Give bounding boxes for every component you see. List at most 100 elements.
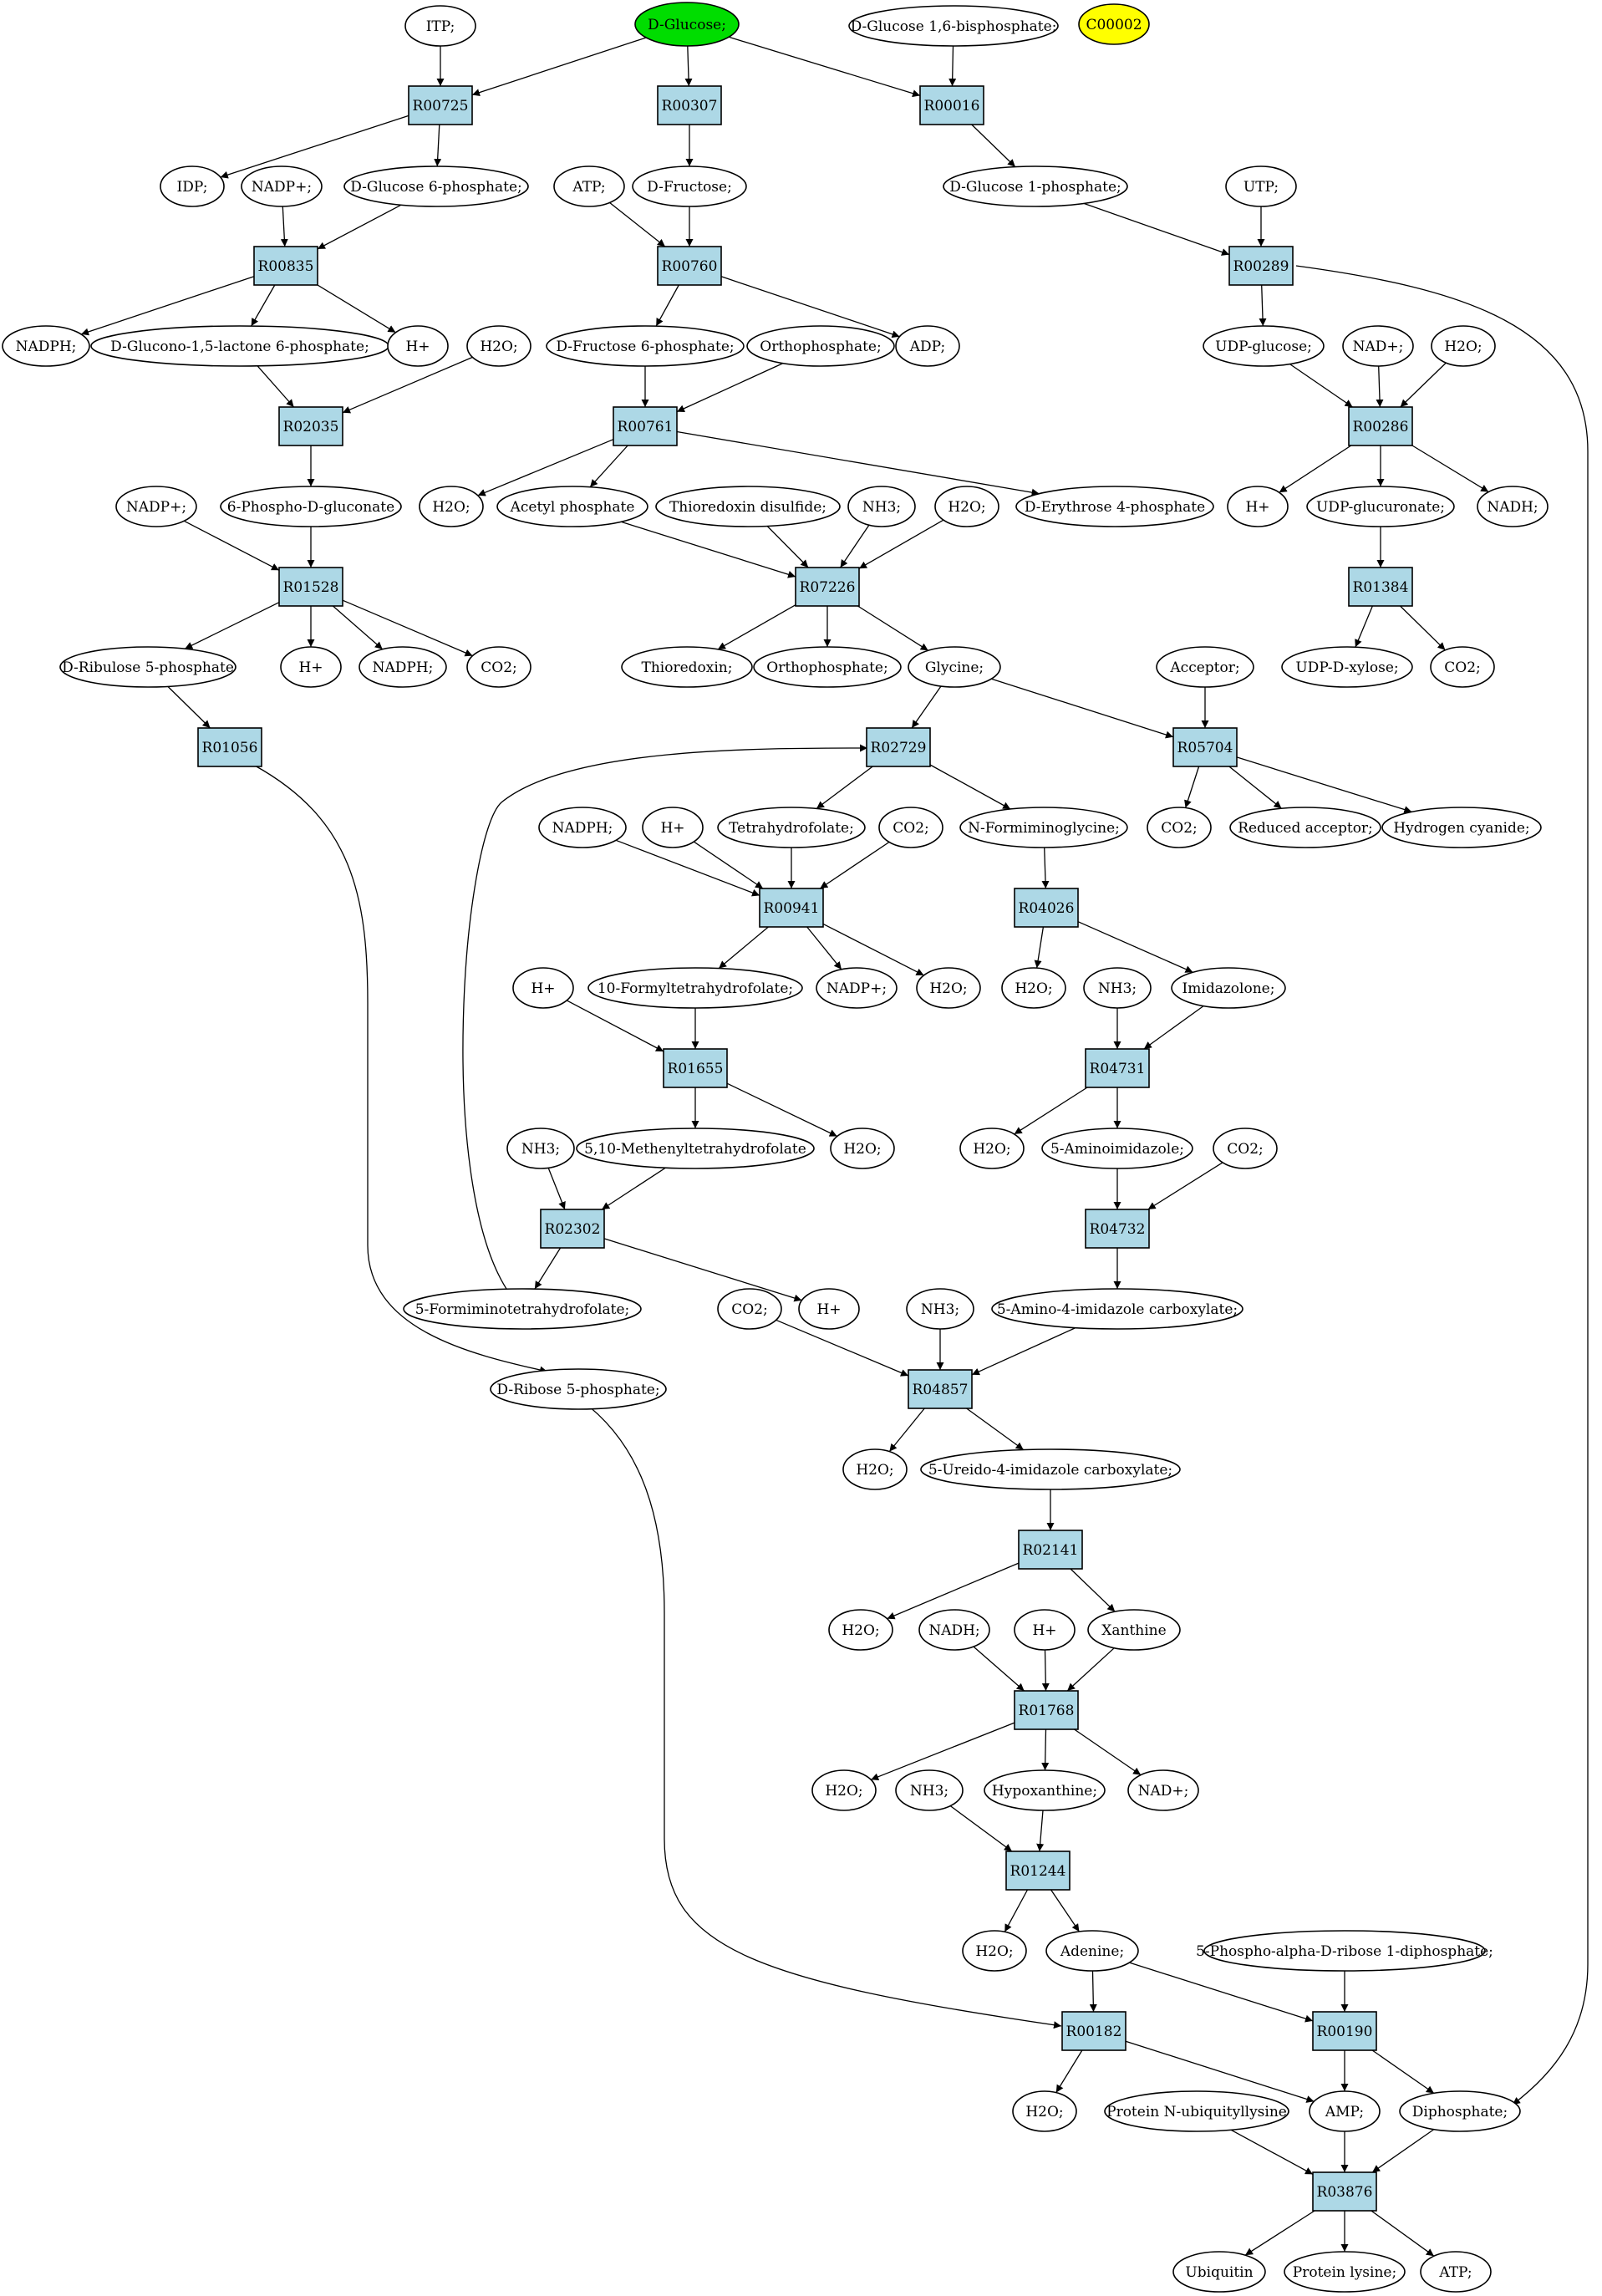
node-shape (160, 165, 225, 207)
node-label: Acetyl phosphate (510, 499, 635, 516)
edge-r01655-h2oG (726, 1082, 837, 1138)
edge-co2C-r00941 (819, 841, 890, 889)
node-shape (632, 165, 747, 207)
node-shape (1015, 486, 1214, 527)
edge-r04026-imidazolone (1077, 921, 1193, 973)
compound-node-dfructose: D-Fructose; (632, 165, 747, 207)
node-shape (1227, 486, 1289, 527)
node-shape (1348, 406, 1413, 446)
reaction-node-r00835: R00835 (253, 246, 318, 286)
node-label: Protein lysine; (1293, 2264, 1396, 2281)
node-label: D-Fructose 6-phosphate; (556, 339, 734, 355)
compound-node-nadphC: NADPH; (538, 807, 627, 848)
node-shape (717, 807, 866, 848)
node-shape (1104, 2090, 1289, 2132)
node-label: NADH; (928, 1622, 979, 1639)
node-label: NADH; (1487, 499, 1538, 516)
node-shape (828, 1609, 893, 1651)
node-shape (1001, 967, 1066, 1009)
node-label: CO2; (731, 1301, 768, 1318)
node-label: NH3; (910, 1783, 948, 1800)
node-shape (280, 646, 342, 688)
node-label: H+ (298, 659, 323, 676)
edge-r03876-ubiquitin (1244, 2210, 1315, 2256)
node-shape (642, 807, 704, 848)
compound-node-aminoimidazole: 5-Aminoimidazole; (1041, 1128, 1193, 1169)
node-label: H2O; (929, 980, 967, 997)
node-label: NADP+; (826, 980, 887, 997)
node-shape (2, 325, 90, 367)
node-label: AMP; (1325, 2104, 1364, 2120)
compound-node-h2oH: H2O; (959, 1128, 1025, 1169)
compound-node-dribulose: D-Ribulose 5-phosphate (59, 646, 236, 688)
node-shape (253, 246, 318, 286)
node-label: Glycine; (925, 659, 984, 676)
compound-node-co2F: CO2; (717, 1288, 782, 1330)
compound-node-hC: H+ (280, 646, 342, 688)
reaction-node-r05704: R05704 (1172, 727, 1238, 767)
node-shape (1213, 1128, 1278, 1169)
edge-methenylthf-r02302 (601, 1167, 666, 1210)
node-shape (657, 85, 722, 125)
node-label: R00941 (764, 900, 820, 917)
edge-nformiminoglycine-r04026 (1041, 847, 1050, 889)
edge-r00835-dglucono (251, 284, 276, 327)
compound-node-thioredoxinds: Thioredoxin disulfide; (655, 486, 841, 527)
node-label: C00002 (1086, 17, 1142, 33)
node-label: H2O; (973, 1141, 1010, 1158)
edge-thioredoxinds-r07226 (766, 526, 809, 568)
compound-node-acceptor: Acceptor; (1156, 646, 1254, 688)
node-shape (655, 486, 841, 527)
node-label: H2O; (948, 499, 985, 516)
node-label: R04857 (913, 1382, 969, 1398)
node-shape (1229, 807, 1381, 848)
compound-node-udpglucuronate: UDP-glucuronate; (1306, 486, 1455, 527)
node-label: H+ (1032, 1622, 1056, 1639)
compound-node-formylthf: 10-Formyltetrahydrofolate; (587, 967, 803, 1009)
reaction-node-r02302: R02302 (540, 1209, 605, 1249)
compound-node-methenylthf: 5,10-Methenyltetrahydrofolate (576, 1128, 815, 1169)
node-label: R00289 (1233, 258, 1289, 275)
node-shape (512, 967, 574, 1009)
node-shape (959, 1128, 1025, 1169)
compound-node-amp: AMP; (1309, 2090, 1381, 2132)
edge-imidazolone-r04731 (1143, 1005, 1204, 1050)
compound-node-proteinlysine: Protein lysine; (1284, 2251, 1406, 2293)
node-shape (1085, 1048, 1150, 1088)
nodes-layer: ITP;D-Glucose;D-Glucose 1,6-bisphosphate… (2, 2, 1549, 2293)
node-shape (919, 85, 984, 125)
compound-node-itp: ITP; (404, 5, 476, 47)
compound-node-h2oC: H2O; (419, 486, 484, 527)
node-shape (759, 888, 824, 928)
edge-h2oB-r00286 (1400, 362, 1447, 408)
compound-node-nformiminoglycine: N-Formiminoglycine; (959, 807, 1128, 848)
node-label: Protein N-ubiquityllysine (1106, 2104, 1287, 2120)
node-label: H2O; (1444, 339, 1482, 355)
node-shape (1172, 727, 1238, 767)
node-shape (943, 165, 1128, 207)
node-label: NAD+; (1138, 1783, 1189, 1800)
node-label: H2O; (432, 499, 470, 516)
compound-node-dribose5p: D-Ribose 5-phosphate; (490, 1368, 667, 1410)
reaction-node-r02141: R02141 (1018, 1530, 1083, 1570)
node-label: D-Glucose 6-phosphate; (350, 179, 522, 196)
node-shape (1399, 2090, 1521, 2132)
compound-node-hE: H+ (512, 967, 574, 1009)
node-label: H+ (531, 980, 555, 997)
node-label: R00182 (1066, 2024, 1122, 2040)
edge-r00725-dg6p (434, 124, 442, 167)
node-label: Ubiquitin (1185, 2264, 1253, 2281)
node-label: R01768 (1019, 1703, 1075, 1719)
node-label: Thioredoxin; (642, 659, 733, 676)
reaction-node-r04857: R04857 (908, 1369, 973, 1409)
reaction-node-r01528: R01528 (278, 567, 343, 607)
compound-node-h2oG: H2O; (830, 1128, 895, 1169)
node-label: NADPH; (373, 659, 434, 676)
node-shape (1225, 165, 1297, 207)
edge-r02302-hF (603, 1238, 802, 1302)
node-shape (1147, 807, 1212, 848)
edge-glycine-r02729 (911, 685, 942, 729)
node-label: ITP; (426, 18, 455, 35)
node-shape (408, 85, 473, 125)
